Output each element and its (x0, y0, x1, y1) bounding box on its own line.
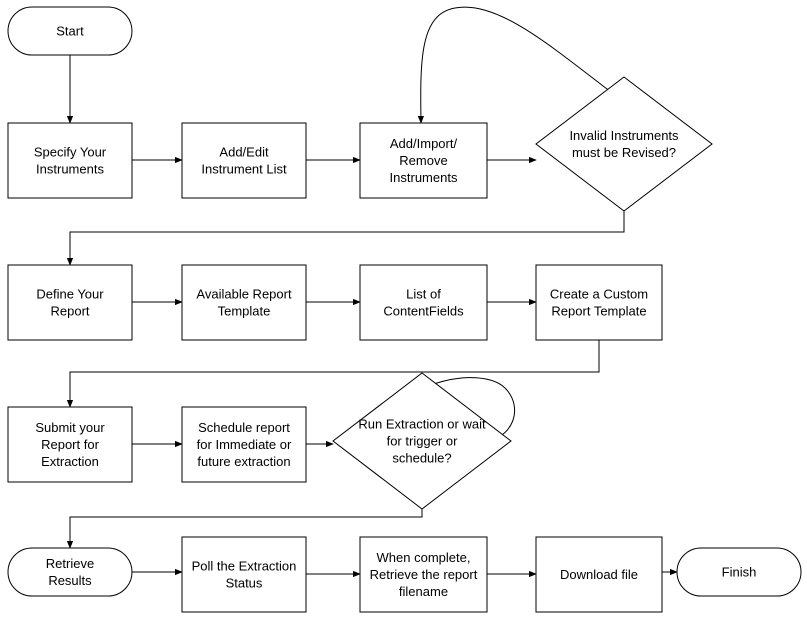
node-label-line: Report for (41, 437, 99, 452)
node-label-line: Submit your (35, 420, 105, 435)
node-listcf: List of ContentFields (359, 264, 488, 341)
process-shape (359, 264, 488, 341)
edge-runext-retrieve (66, 509, 423, 549)
node-label-line: must be Revised? (572, 145, 676, 160)
node-label-line: Specify Your (34, 145, 107, 160)
connectors (66, 6, 678, 578)
process-shape (7, 264, 133, 341)
node-schedule: Schedule report for Immediate or future ex… (181, 406, 307, 483)
node-label-line: filename (399, 584, 448, 599)
process-shape (535, 264, 663, 341)
process-shape (359, 536, 488, 613)
process-shape (359, 122, 488, 199)
process-shape (535, 536, 663, 613)
edge-runext-runext (421, 377, 516, 442)
node-label-line: Poll the Extraction (192, 559, 297, 574)
node-label-line: Invalid Instruments (569, 128, 679, 143)
node-label-line: future extraction (197, 454, 290, 469)
node-label-line: Report (50, 304, 89, 319)
node-runext: Run Extraction or wait for trigger or sche… (332, 372, 512, 510)
decision-shape (332, 372, 512, 510)
node-label-line: ContentFields (383, 304, 464, 319)
process-shape (181, 264, 307, 341)
process-shape (181, 122, 307, 199)
node-label-line: Add/Import/ (390, 136, 458, 151)
node-invalid: Invalid Instruments must be Revised? (535, 76, 713, 212)
node-label-line: Download file (560, 567, 638, 582)
node-label-line: Extraction (41, 454, 99, 469)
edge-invalid-addimport (417, 6, 625, 124)
node-label-line: Remove (399, 153, 447, 168)
terminal-shape (676, 547, 802, 597)
process-shape (7, 122, 133, 199)
node-label-line: schedule? (392, 451, 451, 466)
node-label-line: for Immediate or (197, 437, 292, 452)
edge-custom-submit (66, 340, 600, 408)
node-label-line: Define Your (36, 287, 104, 302)
process-shape (7, 406, 133, 483)
node-label-line: Schedule report (198, 420, 290, 435)
node-label-line: Available Report (196, 287, 292, 302)
node-finish: Finish (676, 547, 802, 597)
node-label-line: Status (226, 576, 263, 591)
node-label-line: Retrieve the report (370, 567, 478, 582)
node-label-line: Instrument List (201, 162, 287, 177)
process-shape (181, 406, 307, 483)
terminal-shape (7, 6, 133, 56)
node-label-line: Start (56, 24, 84, 39)
node-label-line: for trigger or (387, 434, 458, 449)
process-shape (181, 536, 307, 613)
node-label-line: Finish (722, 565, 757, 580)
edge-invalid-define (66, 211, 625, 266)
node-download: Download file (535, 536, 663, 613)
node-label-line: Create a Custom (550, 287, 648, 302)
node-label-line: Run Extraction or wait (358, 417, 486, 432)
node-label-line: Instruments (390, 170, 458, 185)
node-label-line: Results (48, 573, 92, 588)
node-label-line: Report Template (551, 304, 646, 319)
node-label-line: List of (406, 287, 441, 302)
node-start: Start (7, 6, 133, 56)
node-label-line: Template (218, 304, 271, 319)
decision-shape (535, 76, 713, 212)
node-label-line: Retrieve (46, 556, 94, 571)
node-whencomplete: When complete, Retrieve the report filenam… (359, 536, 488, 613)
terminal-shape (7, 547, 133, 597)
node-label-line: Instruments (36, 162, 104, 177)
node-label-line: When complete, (377, 550, 471, 565)
node-label-line: Add/Edit (219, 145, 269, 160)
